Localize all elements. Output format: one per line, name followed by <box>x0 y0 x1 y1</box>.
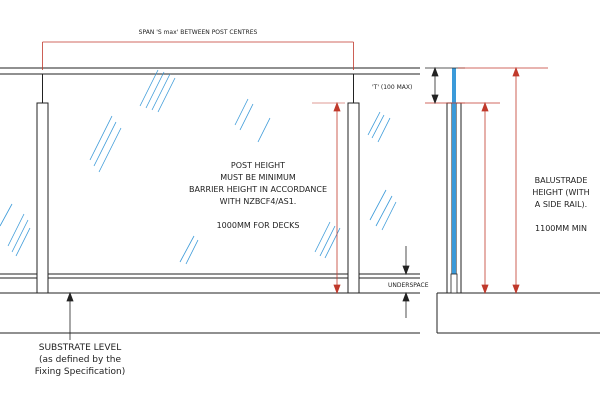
span-label: SPAN 'S max' BETWEEN POST CENTRES <box>139 29 258 36</box>
substrate-arrow <box>66 291 74 340</box>
span-dimension <box>42 41 354 70</box>
svg-text:Fixing Specification): Fixing Specification) <box>35 367 125 377</box>
post-height-text: POST HEIGHT MUST BE MINIMUM BARRIER HEIG… <box>189 161 327 230</box>
svg-text:POST HEIGHT: POST HEIGHT <box>231 161 285 170</box>
balustrade-text: BALUSTRADE HEIGHT (WITH A SIDE RAIL). 11… <box>532 176 589 233</box>
svg-text:BARRIER HEIGHT IN ACCORDANCE: BARRIER HEIGHT IN ACCORDANCE <box>189 185 327 194</box>
post-height-dimension <box>312 101 345 295</box>
t-dimension <box>425 66 465 105</box>
svg-text:SUBSTRATE LEVEL: SUBSTRATE LEVEL <box>39 343 121 353</box>
section-glass <box>450 68 458 294</box>
post-right <box>347 74 360 294</box>
section-post-height-dimension <box>458 101 500 295</box>
svg-text:HEIGHT (WITH: HEIGHT (WITH <box>532 188 589 197</box>
svg-text:1000MM FOR DECKS: 1000MM FOR DECKS <box>217 221 300 230</box>
substrate-text: SUBSTRATE LEVEL (as defined by the Fixin… <box>35 343 125 377</box>
substrate-slab <box>0 292 420 334</box>
underspace-label: UNDERSPACE <box>388 282 429 289</box>
svg-text:MUST BE MINIMUM: MUST BE MINIMUM <box>220 173 296 182</box>
top-rail <box>0 67 420 75</box>
post-left <box>36 74 49 294</box>
t-label: 'T' (100 MAX) <box>372 84 412 91</box>
svg-text:(as defined by the: (as defined by the <box>39 355 121 365</box>
svg-text:1100MM MIN: 1100MM MIN <box>535 224 587 233</box>
underspace-dimension <box>402 246 410 318</box>
section-substrate <box>436 292 600 334</box>
svg-text:BALUSTRADE: BALUSTRADE <box>535 176 588 185</box>
svg-text:A SIDE RAIL).: A SIDE RAIL). <box>535 200 587 209</box>
svg-text:WITH NZBCF4/AS1.: WITH NZBCF4/AS1. <box>220 197 297 206</box>
balustrade-height-dimension <box>458 66 548 295</box>
glass-reflections <box>0 69 397 265</box>
